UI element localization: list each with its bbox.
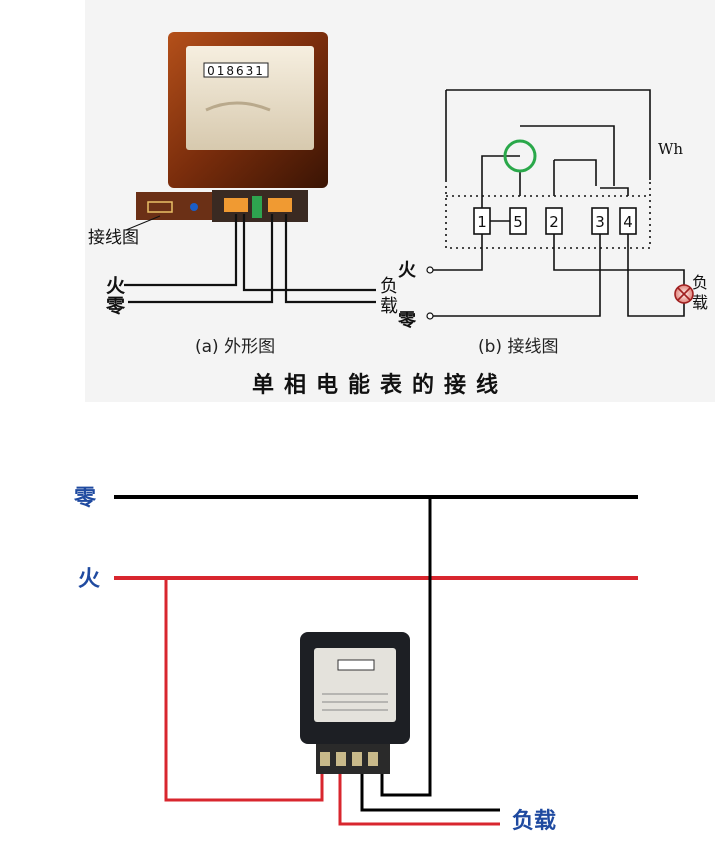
meter-external-view: 018631 — [124, 32, 376, 304]
neutral-label-bottom: 零 — [73, 485, 97, 511]
load-label-bottom: 负载 — [512, 808, 556, 834]
wh-label: Wh — [658, 140, 683, 158]
load-live-wire — [338, 770, 500, 826]
terminal-4: 4 — [623, 213, 633, 231]
terminal-right — [268, 198, 292, 212]
load-label-a-1: 负 — [380, 276, 398, 297]
meter-face — [186, 46, 314, 150]
live-label-b: 火 — [398, 260, 417, 281]
terminal-green-jumper — [252, 196, 262, 218]
seal-screw-icon — [190, 203, 198, 211]
neutral-terminal-icon — [426, 312, 434, 320]
caption-a: (a) 外形图 — [195, 337, 275, 357]
meter-dial-arc — [205, 101, 271, 112]
meter-schematic — [432, 89, 685, 317]
meter-photo-counter — [337, 659, 375, 671]
meter-photo-face — [314, 648, 396, 722]
caption-b: (b) 接线图 — [478, 337, 558, 357]
wiring-tag-plate — [136, 192, 222, 220]
terminal-1: 1 — [477, 213, 487, 231]
neutral-label-b: 零 — [397, 310, 417, 331]
wiring-tag-icon — [147, 201, 173, 213]
load-label-a-2: 载 — [380, 296, 398, 317]
load-label-b-1: 负 — [692, 273, 708, 292]
live-terminal-icon — [426, 266, 434, 274]
load-label-b-2: 载 — [692, 293, 708, 312]
wiring-tag-label: 接线图 — [88, 228, 139, 248]
terminal-5: 5 — [513, 213, 523, 231]
live-label-bottom: 火 — [78, 566, 100, 592]
live-label-a: 火 — [106, 275, 126, 297]
meter-counter — [203, 62, 269, 78]
terminal-3: 3 — [595, 213, 605, 231]
figure-title: 单相电能表的接线 — [252, 372, 508, 398]
terminal-left — [224, 198, 248, 212]
terminal-2: 2 — [549, 213, 559, 231]
photo-wiring-diagram — [114, 495, 638, 826]
current-coil-icon — [503, 139, 537, 173]
load-neutral-wire — [360, 770, 500, 812]
meter-reading: 018631 — [207, 64, 265, 78]
neutral-label-a: 零 — [105, 295, 126, 317]
lamp-icon — [674, 284, 694, 304]
live-drop-wire — [164, 578, 324, 802]
neutral-drop-wire — [380, 497, 432, 797]
